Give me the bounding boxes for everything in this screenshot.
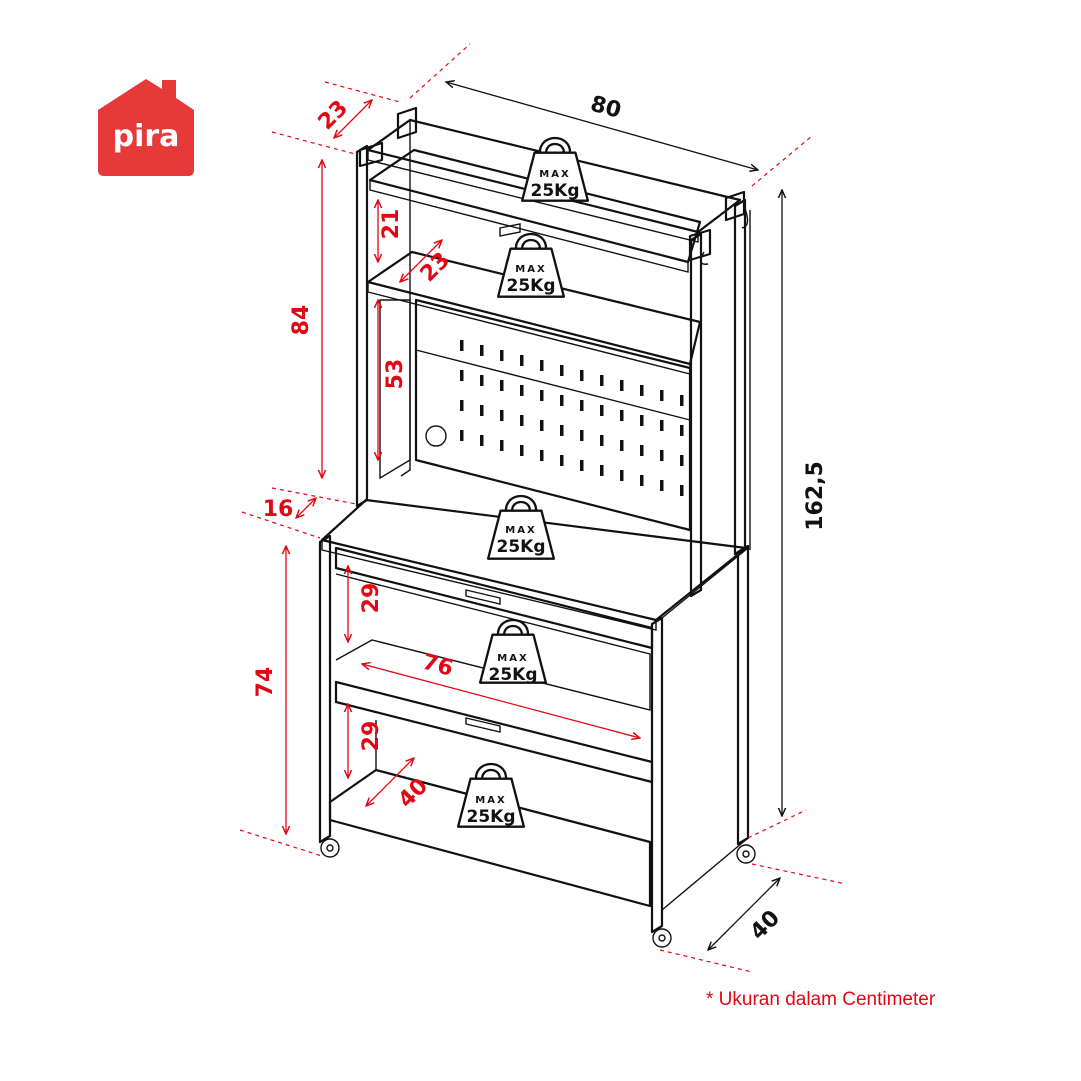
svg-text:MAX: MAX <box>505 525 536 536</box>
dim-drawer-gap-upper: 29 <box>359 583 384 614</box>
pegboard-slot <box>660 480 664 491</box>
pegboard-slot <box>540 360 544 371</box>
pegboard-slot <box>680 425 684 436</box>
pegboard-slot <box>660 420 664 431</box>
load-badge-top: MAX 25Kg <box>520 136 590 202</box>
dim-total-height: 162,5 <box>803 461 828 531</box>
pegboard-slot <box>540 450 544 461</box>
pegboard-slot <box>480 435 484 446</box>
pegboard-slot <box>560 455 564 466</box>
pegboard-slot <box>620 440 624 451</box>
units-footnote: * Ukuran dalam Centimeter <box>706 989 936 1010</box>
pegboard-slot <box>680 485 684 496</box>
pegboard-slot <box>620 410 624 421</box>
svg-text:MAX: MAX <box>539 169 570 180</box>
pegboard-slot <box>520 355 524 366</box>
dim-pegboard-height: 53 <box>383 359 408 390</box>
cabinet-right-front-post <box>650 616 664 934</box>
wheel-back-right <box>736 844 756 864</box>
cabinet-right-back-post <box>736 544 750 846</box>
pegboard-slot <box>640 415 644 426</box>
middle-shelf <box>366 250 702 366</box>
pegboard-slot <box>500 440 504 451</box>
dim-depth: 40 <box>746 906 785 945</box>
pegboard-slot <box>560 425 564 436</box>
pegboard-slot <box>560 365 564 376</box>
dim-step-depth: 16 <box>263 497 294 522</box>
dim-inner-width: 76 <box>420 650 456 682</box>
pegboard-slot <box>600 465 604 476</box>
load-badge-middle-shelf: MAX 25Kg <box>478 618 548 685</box>
pegboard-slot <box>520 445 524 456</box>
svg-text:25Kg: 25Kg <box>467 807 516 827</box>
pegboard-slot <box>480 405 484 416</box>
dim-hutch-height: 84 <box>289 305 314 336</box>
svg-text:25Kg: 25Kg <box>531 181 580 201</box>
dim-top-depth: 23 <box>314 96 353 135</box>
load-badge-upper-shelf: MAX 25Kg <box>496 232 566 298</box>
drawer-upper <box>334 546 654 650</box>
pegboard-slot <box>640 475 644 486</box>
pegboard-slot <box>540 390 544 401</box>
dim-width: 80 <box>588 92 624 124</box>
wheel-front-right <box>652 928 672 948</box>
pegboard-slot <box>600 405 604 416</box>
cabinet-left-post <box>318 534 332 844</box>
pegboard-slot <box>520 415 524 426</box>
pegboard-slot <box>500 380 504 391</box>
pegboard-slot <box>600 375 604 386</box>
pegboard-slot <box>540 420 544 431</box>
pegboard-slot <box>480 375 484 386</box>
load-badge-bottom-shelf: MAX 25Kg <box>456 762 526 828</box>
wheel-front-left <box>320 838 340 858</box>
pegboard-slot <box>620 470 624 481</box>
pegboard-slot <box>460 340 464 351</box>
pegboard-slot <box>580 430 584 441</box>
dim-inner-depth: 40 <box>394 774 433 813</box>
pegboard-slot <box>660 450 664 461</box>
pegboard-slot <box>580 400 584 411</box>
svg-text:25Kg: 25Kg <box>497 537 546 557</box>
pegboard-slot <box>480 345 484 356</box>
pegboard-slot <box>680 455 684 466</box>
logo-text: pira <box>113 119 180 154</box>
pegboard-slot <box>460 430 464 441</box>
svg-text:MAX: MAX <box>497 653 528 664</box>
pegboard-slot <box>460 370 464 381</box>
load-badges: MAX 25Kg MAX 25Kg MAX 25Kg MAX 25Kg MAX … <box>456 136 590 828</box>
pegboard-slot <box>660 390 664 401</box>
hutch-left-post <box>355 144 369 508</box>
pegboard-slot <box>640 445 644 456</box>
pegboard-slot <box>580 460 584 471</box>
dim-drawer-gap-lower: 29 <box>359 721 384 752</box>
svg-text:MAX: MAX <box>475 795 506 806</box>
pegboard-slot <box>500 410 504 421</box>
svg-text:MAX: MAX <box>515 264 546 275</box>
load-badge-counter: MAX 25Kg <box>486 494 556 560</box>
pegboard-slot <box>520 385 524 396</box>
pegboard-slot <box>500 350 504 361</box>
pegboard-slot <box>640 385 644 396</box>
pegboard-slot <box>600 435 604 446</box>
pegboard-slot <box>680 395 684 406</box>
pegboard-slot <box>560 395 564 406</box>
logo-house-shape <box>98 79 194 176</box>
pegboard-slot <box>460 400 464 411</box>
pegboard-slot <box>580 370 584 381</box>
top-board <box>366 118 742 234</box>
svg-text:25Kg: 25Kg <box>507 276 556 296</box>
pira-logo: pira <box>98 79 194 176</box>
bakers-rack-drawing <box>318 106 756 948</box>
pegboard-slot <box>620 380 624 391</box>
svg-text:25Kg: 25Kg <box>489 665 538 685</box>
pegboard-holes <box>460 340 684 496</box>
upper-shelf <box>368 148 702 264</box>
dim-cabinet-height: 74 <box>253 667 278 698</box>
dim-top-shelf-gap: 21 <box>379 209 404 240</box>
pegboard <box>414 298 692 532</box>
